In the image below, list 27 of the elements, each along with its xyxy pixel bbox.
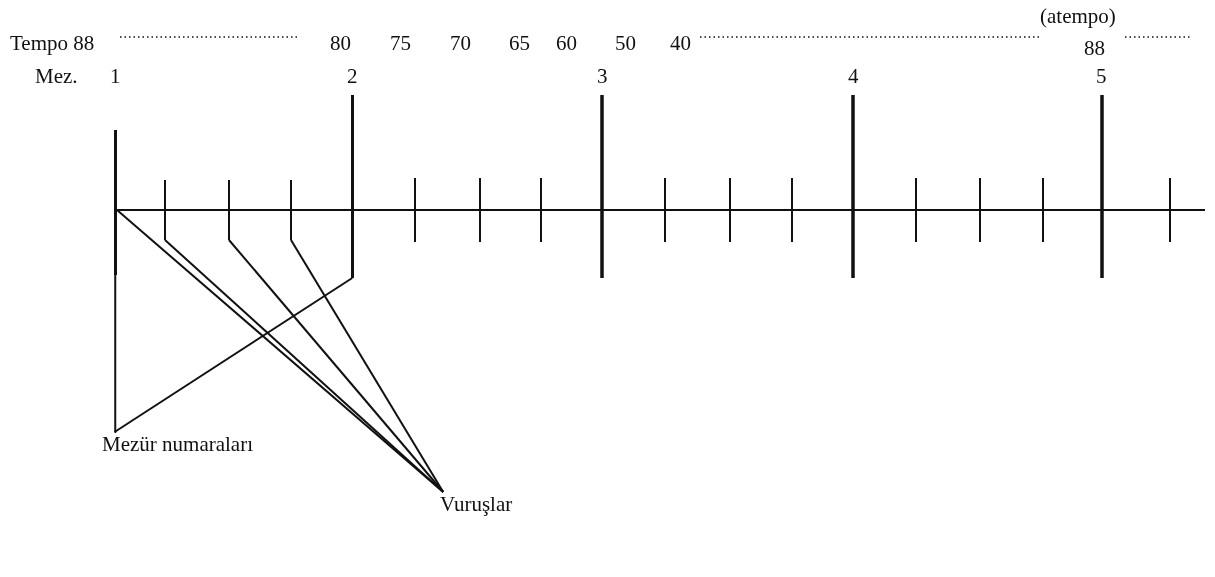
number-label: 70	[450, 31, 471, 55]
tempo-marking: (atempo)	[1040, 4, 1116, 28]
leader-line	[113, 274, 117, 433]
leader-line	[228, 239, 445, 493]
number-label: Tempo 88	[10, 31, 95, 55]
number-label: 80	[330, 31, 351, 55]
number-label: 60	[556, 31, 577, 55]
leader-caption: Vuruşlar	[440, 492, 520, 516]
measure-bar	[113, 130, 117, 275]
leader-line	[290, 239, 445, 493]
measure-bar	[350, 95, 354, 278]
beat-tick	[290, 180, 292, 240]
leader-caption: Mezür numaraları	[102, 432, 282, 456]
number-label: 88	[1084, 36, 1105, 60]
number-label: Mez.	[35, 64, 78, 88]
number-label: 65	[509, 31, 530, 55]
beat-tick	[164, 180, 166, 240]
beat-tick	[228, 180, 230, 240]
number-label: 50	[615, 31, 636, 55]
number-label: 75	[390, 31, 411, 55]
leader-line	[113, 277, 354, 433]
number-label: 5	[1096, 64, 1107, 88]
number-label: 40	[670, 31, 691, 55]
number-label: 2	[347, 64, 358, 88]
number-label: 3	[597, 64, 608, 88]
number-label: 4	[848, 64, 859, 88]
number-label: 1	[110, 64, 121, 88]
